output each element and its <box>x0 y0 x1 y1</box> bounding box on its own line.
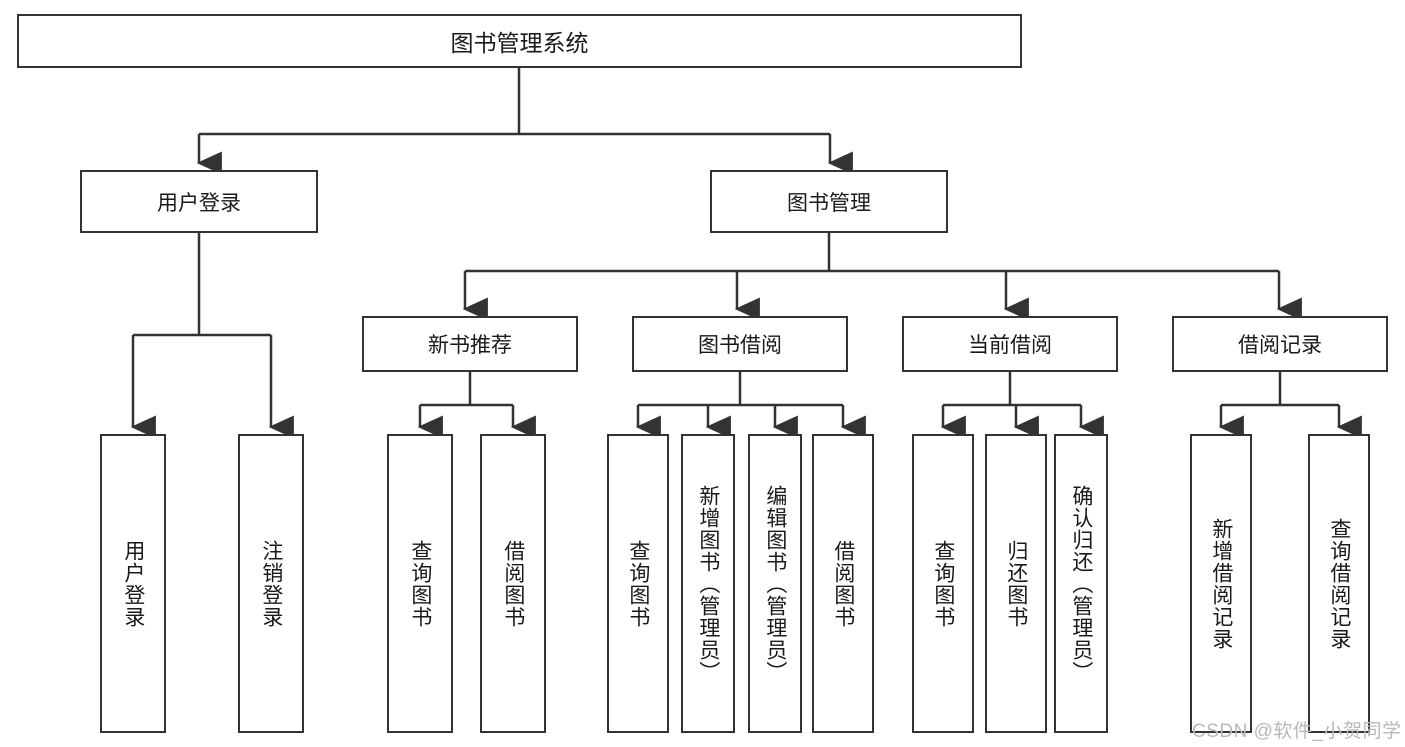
node-leaf-user-logout-label: 注销登录 <box>259 539 283 628</box>
node-leaf-confirm-return[interactable]: 确认归还（管理员） <box>1054 434 1108 733</box>
node-leaf-query-book-2-label: 查询图书 <box>626 539 650 628</box>
node-leaf-borrow-book-2[interactable]: 借阅图书 <box>812 434 874 733</box>
node-leaf-borrow-book-1[interactable]: 借阅图书 <box>480 434 546 733</box>
node-leaf-confirm-return-label: 确认归还（管理员） <box>1069 484 1093 683</box>
node-book-management[interactable]: 图书管理 <box>710 170 948 233</box>
node-current-borrow-label: 当前借阅 <box>968 334 1052 357</box>
node-book-borrow-label: 图书借阅 <box>698 334 782 357</box>
node-user-login[interactable]: 用户登录 <box>80 170 318 233</box>
node-new-book-recommend[interactable]: 新书推荐 <box>362 316 578 372</box>
node-leaf-query-book-2[interactable]: 查询图书 <box>607 434 669 733</box>
node-leaf-query-book-1-label: 查询图书 <box>408 539 432 628</box>
node-leaf-user-login[interactable]: 用户登录 <box>100 434 166 733</box>
node-leaf-query-record-label: 查询借阅记录 <box>1327 517 1351 650</box>
node-leaf-add-record-label: 新增借阅记录 <box>1209 517 1233 650</box>
node-leaf-return-book-label: 归还图书 <box>1004 539 1028 628</box>
node-leaf-add-book-label: 新增图书（管理员） <box>696 484 720 683</box>
node-leaf-return-book[interactable]: 归还图书 <box>985 434 1047 733</box>
node-new-book-recommend-label: 新书推荐 <box>428 334 512 357</box>
node-borrow-record-label: 借阅记录 <box>1238 334 1322 357</box>
node-leaf-add-book[interactable]: 新增图书（管理员） <box>681 434 735 733</box>
node-root-label: 图书管理系统 <box>450 30 589 56</box>
node-leaf-edit-book-label: 编辑图书（管理员） <box>763 484 787 683</box>
node-borrow-record[interactable]: 借阅记录 <box>1172 316 1388 372</box>
node-leaf-edit-book[interactable]: 编辑图书（管理员） <box>748 434 802 733</box>
node-leaf-user-login-label: 用户登录 <box>121 539 145 628</box>
node-leaf-query-record[interactable]: 查询借阅记录 <box>1308 434 1370 733</box>
node-book-management-label: 图书管理 <box>787 191 871 215</box>
node-book-borrow[interactable]: 图书借阅 <box>632 316 848 372</box>
node-leaf-query-book-1[interactable]: 查询图书 <box>387 434 453 733</box>
node-leaf-borrow-book-2-label: 借阅图书 <box>831 539 855 628</box>
node-leaf-query-book-3-label: 查询图书 <box>931 539 955 628</box>
node-user-login-label: 用户登录 <box>157 191 241 215</box>
node-leaf-query-book-3[interactable]: 查询图书 <box>912 434 974 733</box>
node-leaf-user-logout[interactable]: 注销登录 <box>238 434 304 733</box>
node-leaf-borrow-book-1-label: 借阅图书 <box>501 539 525 628</box>
node-leaf-add-record[interactable]: 新增借阅记录 <box>1190 434 1252 733</box>
node-current-borrow[interactable]: 当前借阅 <box>902 316 1118 372</box>
csdn-watermark: CSDN @软件_小贺同学 <box>1192 721 1402 742</box>
node-root[interactable]: 图书管理系统 <box>17 14 1022 68</box>
